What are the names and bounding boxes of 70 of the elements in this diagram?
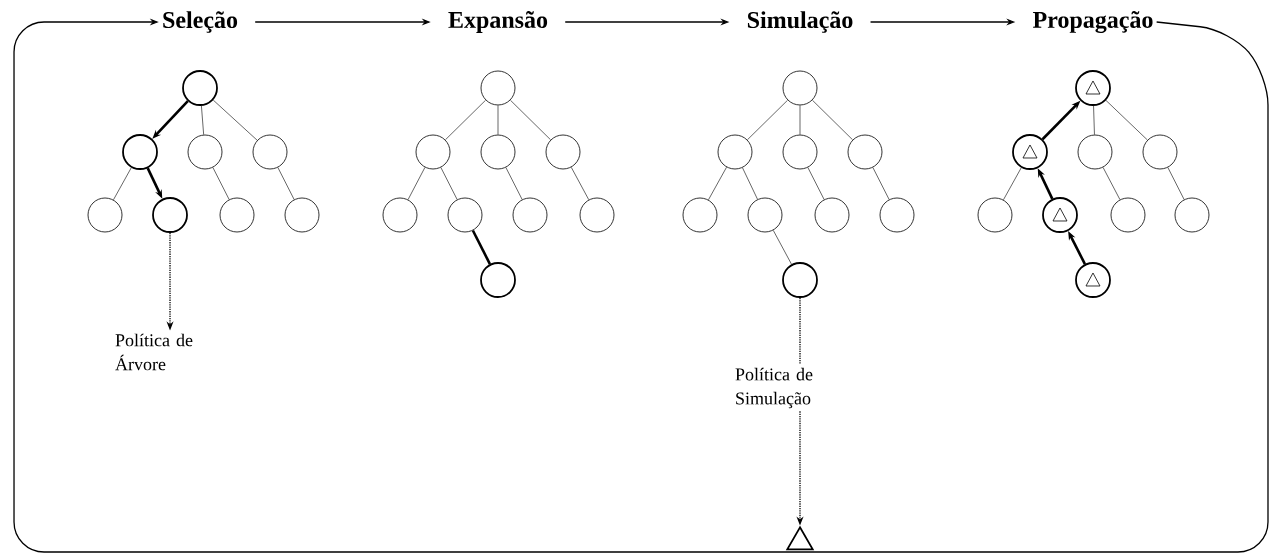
tree-node [1075, 262, 1111, 298]
tree-node [579, 197, 615, 233]
tree-edge [1167, 167, 1185, 200]
tree-edge [747, 99, 788, 141]
loop-arrow [13, 18, 1269, 553]
tree-node [717, 134, 753, 170]
tree-node [1012, 134, 1048, 170]
tree-node [187, 134, 223, 170]
step-title: Seleção [163, 11, 238, 33]
tree-node [480, 70, 516, 106]
tree-node [152, 197, 188, 233]
tree-edge [570, 167, 590, 200]
tree-edge [277, 167, 295, 200]
tree-edge [708, 166, 727, 201]
tree-edge [812, 99, 853, 141]
tree-edge [872, 167, 890, 200]
tree-edge [1003, 167, 1022, 201]
tree-edge [471, 229, 492, 265]
tree-edge [1102, 167, 1121, 200]
tree-edge [742, 167, 758, 200]
tree-node [1174, 197, 1210, 233]
step-title: Simulação [747, 11, 853, 33]
tree-edge [505, 167, 523, 200]
tree-edge [772, 230, 792, 265]
tree-edge [212, 99, 258, 141]
tree-node [382, 197, 418, 233]
tree-node [847, 134, 883, 170]
tree-node [977, 197, 1013, 233]
tree-node [1077, 134, 1113, 170]
tree-node [782, 262, 818, 298]
tree-node [747, 197, 783, 233]
tree-node [219, 197, 255, 233]
tree-edge [510, 99, 551, 141]
tree-node [814, 197, 850, 233]
tree-edge [440, 167, 458, 200]
tree-edge [201, 105, 204, 135]
tree-node [182, 70, 218, 106]
tree-node [782, 134, 818, 170]
tree-edge [799, 105, 801, 135]
policy-label: Política de Simulação [735, 367, 813, 409]
tree-edge [445, 99, 486, 141]
tree-edge [407, 167, 426, 200]
arrow [152, 100, 189, 139]
tree-node [480, 134, 516, 170]
tree-node [1042, 197, 1078, 233]
policy-label: Política de Árvore [115, 333, 193, 371]
tree-node [1075, 70, 1111, 106]
tree-node [87, 197, 123, 233]
tree-edge [1105, 100, 1148, 141]
tree-node [782, 70, 818, 106]
tree-node [682, 197, 718, 233]
tree-edge [212, 167, 230, 200]
tree-edge [497, 105, 499, 135]
tree-node [545, 134, 581, 170]
tree-node [480, 262, 516, 298]
tree-node [1142, 134, 1178, 170]
tree-node [252, 134, 288, 170]
tree-edge [807, 167, 825, 200]
step-title: Expansão [448, 11, 548, 33]
tree-node [284, 197, 320, 233]
tree-node [879, 197, 915, 233]
step-title: Propagação [1032, 11, 1153, 33]
tree-edge [799, 297, 801, 366]
tree-node [447, 197, 483, 233]
tree-node [415, 134, 451, 170]
tree-node [512, 197, 548, 233]
tree-node [122, 134, 158, 170]
tree-edge [1093, 105, 1095, 135]
tree-edge [113, 167, 132, 201]
tree-node [1110, 197, 1146, 233]
